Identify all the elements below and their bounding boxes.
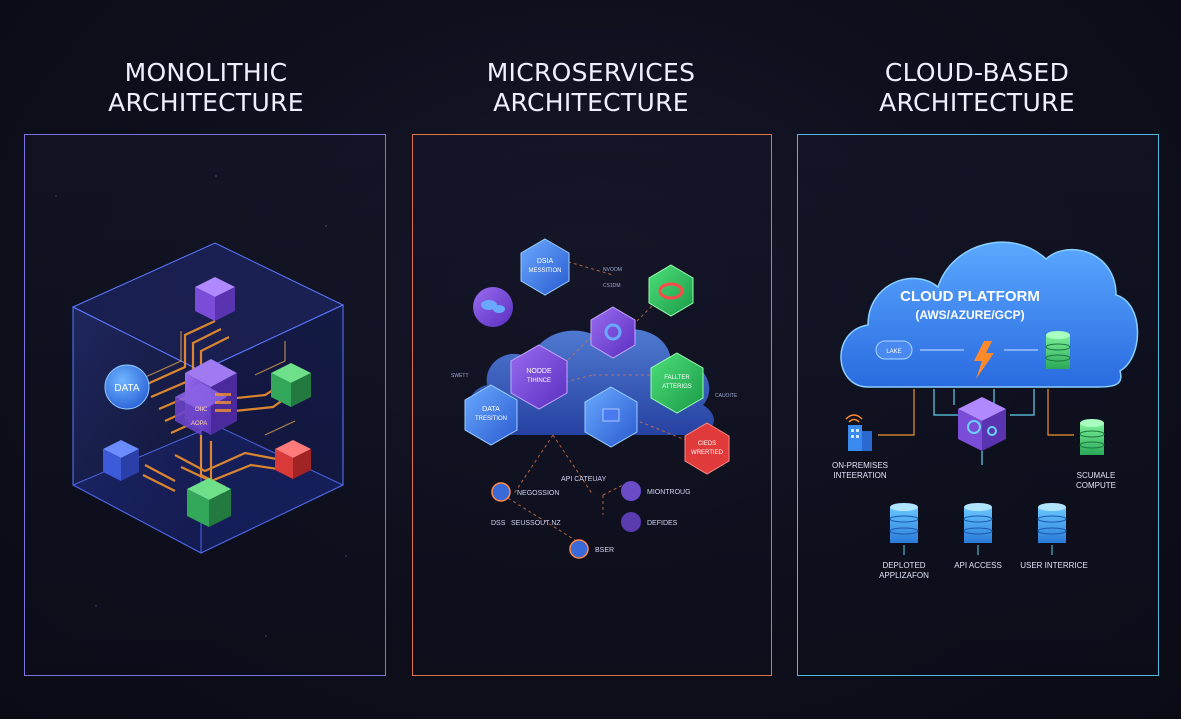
hex-red-line1: CIEDS (698, 441, 716, 447)
node-defides[interactable] (621, 512, 641, 532)
monolithic-title-line2: ARCHITECTURE (108, 88, 304, 117)
lake-label: LAKE (886, 349, 901, 355)
data-sphere (104, 364, 150, 410)
hex-red-line2: WRERTIED (691, 450, 724, 456)
hex-top-line2: MESSITION (528, 268, 561, 274)
monolithic-title-line1: MONOLITHIC (124, 58, 288, 87)
compute-cube-center[interactable] (958, 397, 1006, 451)
platform-line1: CLOUD PLATFORM (900, 288, 1040, 305)
database-icon-user-interface (1037, 503, 1067, 555)
red-cube-right (275, 440, 311, 479)
green-cube-bottom (187, 478, 231, 527)
monolithic-panel: DATA OIIC AOPA (24, 134, 386, 676)
database-icon-cloud (1045, 331, 1071, 369)
hex-top-line1: DSIA (537, 258, 554, 265)
hex-fallter-atterigs[interactable]: FALLTER ATTERIGS (650, 352, 704, 414)
hex-purple-center[interactable] (590, 306, 636, 359)
hex-green-top-right[interactable] (648, 264, 694, 317)
core-stack: OIIC AOPA (175, 359, 237, 435)
database-icon-deployed (889, 503, 919, 555)
node-left1-label: NEGOSSION (517, 490, 559, 497)
node-miontroug[interactable] (621, 481, 641, 501)
cloud-title-line1: CLOUD-BASED (884, 58, 1070, 87)
microservices-title-line1: MICROSERVICES (486, 58, 696, 87)
database-icon-api-access (963, 503, 993, 555)
small-label-1: SWETT (451, 373, 469, 379)
db1-line2: APPLIZAFON (879, 571, 929, 580)
node-left2-label: SEUSSOUT NZ (511, 520, 561, 527)
core-label2: AOPA (191, 421, 207, 427)
lightning-icon (974, 341, 994, 379)
background-dots (55, 175, 347, 637)
small-label-3: NVOOM (603, 267, 622, 273)
microservices-title: MICROSERVICES ARCHITECTURE (441, 58, 741, 118)
db1-line1: DEPLOTED (882, 561, 925, 570)
onprem-line2: INTEERATION (833, 471, 886, 480)
node-right1-label: MIONTROUG (647, 489, 691, 496)
hex-cieds-wrertied[interactable]: CIEDS WRERTIED (684, 422, 730, 475)
compute-line1: SCUMALE (1077, 471, 1116, 480)
node-left2-prefix: DSS (491, 520, 506, 527)
purple-cube-top (195, 277, 235, 321)
on-premises-icon (845, 414, 872, 451)
data-label: DATA (114, 383, 140, 394)
node-bser[interactable] (569, 539, 589, 559)
hex-blue-bottom[interactable] (584, 386, 638, 448)
hex-node-tihince[interactable]: NODDE TIHINCE (510, 344, 568, 410)
microservices-title-line2: ARCHITECTURE (493, 88, 689, 117)
cloud-diagram: CLOUD PLATFORM (AWS/AZURE/GCP) LAKE (832, 241, 1139, 580)
cloud-links (933, 389, 1035, 416)
db3-label: USER INTERRICE (1020, 561, 1088, 570)
blue-cube-left (103, 440, 139, 481)
cloud-title-line2: ARCHITECTURE (879, 88, 1075, 117)
small-label-2: CAUOITE (715, 393, 738, 399)
hex-data-tresition[interactable]: DATA TRESITION (464, 384, 518, 446)
core-label1: OIIC (195, 407, 208, 413)
hex-right-line2: ATTERIGS (662, 384, 692, 390)
hex-data-messition[interactable]: DSIA MESSITION (520, 238, 570, 296)
green-cube-right (271, 363, 311, 407)
small-label-4: CS1DM (603, 283, 621, 289)
platform-line2: (AWS/AZURE/GCP) (915, 308, 1024, 322)
db2-label: API ACCESS (954, 561, 1002, 570)
api-gateway-label: API CATEUAY (561, 476, 607, 483)
hex-center-line2: TIHINCE (527, 378, 551, 384)
node-right2-label: DEFIDES (647, 520, 678, 527)
hex-right-line1: FALLTER (664, 375, 690, 381)
microservices-diagram: DSIA MESSITION NODDE TIHINCE FALLTER ATT… (451, 238, 738, 559)
hex-left-line2: TRESITION (475, 416, 507, 422)
onprem-line1: ON-PREMISES (832, 461, 888, 470)
compute-line2: COMPUTE (1076, 481, 1116, 490)
monolithic-diagram: DATA OIIC AOPA (55, 175, 347, 637)
hex-left-line1: DATA (482, 406, 500, 413)
scalable-compute-icon (1079, 419, 1105, 455)
hex-center-line1: NODDE (526, 368, 552, 375)
lake-pill[interactable] (875, 340, 913, 360)
node-negossion[interactable] (491, 482, 511, 502)
cloud-panel: CLOUD PLATFORM (AWS/AZURE/GCP) LAKE (797, 134, 1159, 676)
monolithic-title: MONOLITHIC ARCHITECTURE (56, 58, 356, 118)
central-cloud (468, 329, 714, 435)
cloud-title: CLOUD-BASED ARCHITECTURE (827, 58, 1127, 118)
node-bottom-label: BSER (595, 547, 614, 554)
microservices-panel: DSIA MESSITION NODDE TIHINCE FALLTER ATT… (412, 134, 772, 676)
